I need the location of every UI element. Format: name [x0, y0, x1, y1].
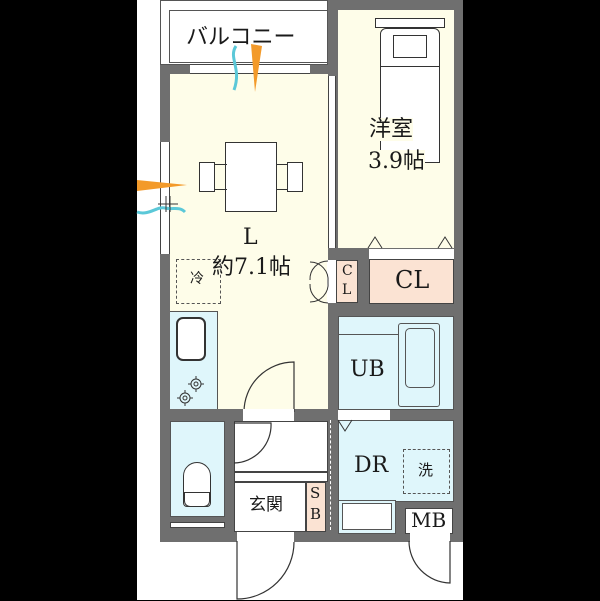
- entrance-label: 玄関: [249, 495, 283, 515]
- dining-chair-left-back: [215, 164, 227, 190]
- closet-small-door-swing: [309, 260, 329, 304]
- washer-space: [403, 449, 450, 494]
- dr-sliding-door: [330, 420, 334, 530]
- meter-box-door-swing: [408, 540, 451, 584]
- bathtub-inner: [405, 328, 435, 388]
- western-room-label: 洋室: [369, 117, 414, 142]
- entrance: [234, 482, 306, 532]
- meter-box-door-gap: [410, 533, 450, 542]
- stove-burner-icon: [188, 376, 204, 392]
- living-doorway: [243, 409, 294, 421]
- unit-bath-label: UB: [350, 357, 385, 382]
- airflow-warm-arrow-top: [251, 44, 262, 92]
- entrance-door-gap: [237, 532, 294, 542]
- balcony-window: [190, 64, 310, 74]
- meter-box-label: MB: [411, 508, 447, 532]
- vanity-basin: [342, 503, 392, 530]
- bed-headboard: [375, 18, 445, 28]
- airflow-warm-arrow-left: [137, 180, 187, 191]
- dining-chair-left: [199, 162, 215, 192]
- closet-small-door: [327, 260, 336, 303]
- shoe-box-label-top: S: [310, 484, 321, 502]
- dressing-room: [338, 420, 454, 502]
- entrance-door-swing: [236, 541, 295, 600]
- unit-bath-doorway: [338, 410, 390, 420]
- bed-pillow: [393, 35, 427, 58]
- living-label: L: [243, 225, 258, 250]
- closet-small-label-bottom: L: [342, 282, 352, 298]
- western-room-size: 3.9帖: [368, 149, 425, 174]
- closet-door-track: [369, 249, 454, 259]
- sliding-door-bedroom: [328, 76, 336, 248]
- hallway-step: [234, 472, 328, 482]
- toilet-tank: [184, 492, 210, 507]
- closet-large-label: CL: [395, 266, 430, 294]
- shoe-box-label-bottom: B: [310, 505, 322, 523]
- closet-small: [336, 260, 358, 303]
- closet-large: [369, 259, 454, 304]
- closet-door-marker: [437, 236, 453, 249]
- window-tick-marks: [158, 196, 178, 212]
- door-marker: [337, 419, 353, 432]
- toilet-door-swing: [233, 422, 272, 464]
- living-size: 約7.1帖: [212, 255, 291, 280]
- bed-blanket-line: [380, 66, 440, 67]
- closet-small-label-top: C: [342, 263, 353, 279]
- hallway: [234, 421, 328, 472]
- dining-table: [225, 142, 277, 212]
- kitchen-sink: [176, 317, 206, 361]
- closet-door-marker: [367, 236, 383, 249]
- dining-chair-right: [287, 162, 303, 192]
- fridge-space: [176, 259, 221, 304]
- airflow-cool-wave-top: [231, 45, 239, 91]
- dressing-room-label: DR: [354, 453, 389, 478]
- stove-burner-icon: [177, 390, 193, 406]
- dining-chair-right-back: [276, 164, 288, 190]
- airflow-cool-wave-left: [136, 206, 187, 215]
- bathtub: [398, 323, 440, 407]
- toilet-shelf: [170, 522, 225, 528]
- washer-label: 洗: [418, 461, 434, 479]
- living-door-swing: [243, 361, 295, 413]
- fridge-label: 冷: [190, 271, 204, 287]
- shoe-box: [306, 482, 326, 532]
- unit-bath-line: [338, 334, 398, 335]
- balcony-inner: [169, 10, 328, 63]
- balcony-label: バルコニー: [186, 25, 296, 50]
